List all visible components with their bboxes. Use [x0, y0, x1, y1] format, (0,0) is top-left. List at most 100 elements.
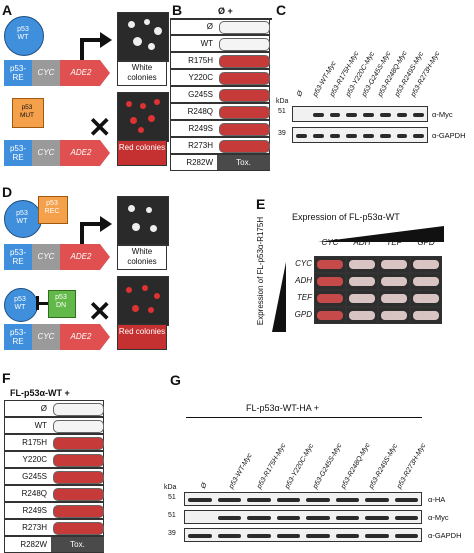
re-box-2 — [4, 140, 32, 166]
panel-g-ha-band — [365, 497, 389, 502]
panel-f-red-streak — [53, 454, 104, 467]
panel-g-mw1: 51 — [168, 494, 176, 501]
d-p53-dn-box — [48, 290, 76, 318]
panel-b-white-streak — [219, 38, 270, 51]
panel-b-red-streak — [219, 123, 270, 136]
panel-e-cell — [378, 290, 410, 307]
panel-e-cell — [314, 290, 346, 307]
cyc-box — [32, 60, 60, 86]
panel-g-header: FL-p53α-WT-HA + — [246, 403, 319, 413]
panel-label-d: D — [2, 184, 13, 200]
re-label-2: p53- RE — [9, 144, 26, 162]
panel-e-streak — [349, 311, 375, 320]
panel-b-row-label: R273H — [188, 141, 213, 150]
panel-e-col-label: ADH — [353, 238, 371, 247]
white-colonies-dish — [117, 12, 169, 62]
inhibition-cap-icon — [36, 296, 39, 310]
panel-f-white-streak — [53, 420, 104, 433]
panel-f-row-label: Y220C — [22, 455, 47, 464]
p53-mut-label: p53 MUT — [19, 104, 35, 119]
panel-c-mw1: 51 — [278, 108, 286, 115]
panel-g-kda: kDa — [164, 484, 177, 491]
p53-mut-box — [12, 98, 44, 128]
panel-c-gapdh-band — [346, 133, 357, 138]
panel-b-red-streak — [219, 140, 270, 153]
panel-f-row-label: R282W — [20, 540, 47, 549]
panel-e-cell — [346, 307, 378, 324]
panel-c-gapdh-band — [312, 133, 324, 138]
block-x-icon: ✕ — [88, 112, 112, 143]
d-transcription-arrow-icon — [80, 222, 84, 244]
panel-g-myc-blot — [184, 510, 422, 524]
panel-f-red-streak — [53, 471, 104, 484]
panel-label-b: B — [172, 2, 183, 18]
panel-g-myc-band — [247, 515, 271, 520]
panel-g-myc-band — [365, 515, 389, 520]
panel-b-row: G245S — [170, 86, 270, 103]
panel-b-row-label: R248Q — [187, 107, 213, 116]
p53-wt-circle — [4, 16, 44, 56]
panel-e-col-label: TEF — [386, 238, 402, 247]
panel-f-row: Y220C — [4, 451, 104, 468]
panel-e-cell — [314, 307, 346, 324]
panel-e-streak — [349, 294, 375, 303]
panel-g-myc-bands — [185, 511, 421, 523]
panel-f-red-streak — [53, 437, 104, 450]
panel-b-row-label: G245S — [188, 90, 213, 99]
panel-b-white-streak — [219, 21, 270, 34]
panel-c-myc-blot — [292, 106, 428, 122]
panel-b-red-streak — [219, 106, 270, 119]
red-colonies-dish — [117, 92, 169, 142]
panel-e-cell — [346, 273, 378, 290]
panel-c-myc-label: α-Myc — [432, 110, 453, 119]
panel-g-gapdh-band — [335, 533, 359, 538]
panel-g-lane-label: p53-R273H-Myc — [395, 442, 428, 490]
d-block-x-icon: ✕ — [88, 296, 112, 327]
panel-b-row: R273H — [170, 137, 270, 154]
panel-g-ha-band — [335, 497, 359, 502]
panel-g-gapdh-blot — [184, 528, 422, 542]
panel-b-red-streak — [219, 72, 270, 85]
panel-f-row-label: WT — [34, 421, 47, 430]
panel-e-streak — [349, 277, 375, 286]
panel-f-row-label: R248Q — [21, 489, 47, 498]
p53-wt-label: p53 WT — [17, 26, 29, 41]
panel-e-streak — [413, 294, 439, 303]
panel-e-cell — [410, 290, 442, 307]
d-re-box-2 — [4, 324, 32, 350]
panel-g-ha-blot — [184, 492, 422, 506]
panel-b-row-label: WT — [200, 39, 213, 48]
panel-g-lane-label: p53-R248Q-Myc — [339, 442, 372, 490]
panel-f-red-streak — [53, 522, 104, 535]
panel-c-gapdh-label: α-GAPDH — [432, 131, 466, 140]
panel-g-lane-label: p53-Y220C-Myc — [283, 442, 316, 490]
panel-c-gapdh-band — [396, 133, 408, 138]
panel-e-cell — [346, 256, 378, 273]
panel-b-row-label: R175H — [188, 56, 213, 65]
panel-e-cell — [346, 290, 378, 307]
panel-g-myc-band — [306, 515, 330, 520]
panel-e-cell — [314, 256, 346, 273]
ade2-arrow — [60, 60, 110, 86]
panel-b-red-streak — [219, 55, 270, 68]
inhibition-bar-icon — [38, 302, 48, 305]
panel-c-gapdh-band — [363, 133, 374, 138]
panel-e-streak — [317, 294, 343, 303]
panel-g-ha-band — [276, 497, 300, 502]
panel-c-myc-band — [396, 112, 408, 117]
panel-g-lane-label: p53-WT-Myc — [227, 452, 254, 490]
panel-g-gapdh-band — [394, 533, 418, 538]
panel-f-header: FL-p53α-WT + — [10, 388, 70, 398]
panel-e-cell — [378, 307, 410, 324]
panel-label-g: G — [170, 372, 181, 388]
panel-e-title: Expression of FL-p53α-WT — [292, 212, 400, 222]
panel-label-a: A — [2, 2, 13, 18]
panel-e-side-label: Expression of FL-p53α-R175H — [256, 216, 265, 326]
panel-c-gapdh-bands — [293, 128, 427, 142]
panel-c-myc-band — [363, 112, 374, 117]
panel-b-red-streak — [219, 89, 270, 102]
